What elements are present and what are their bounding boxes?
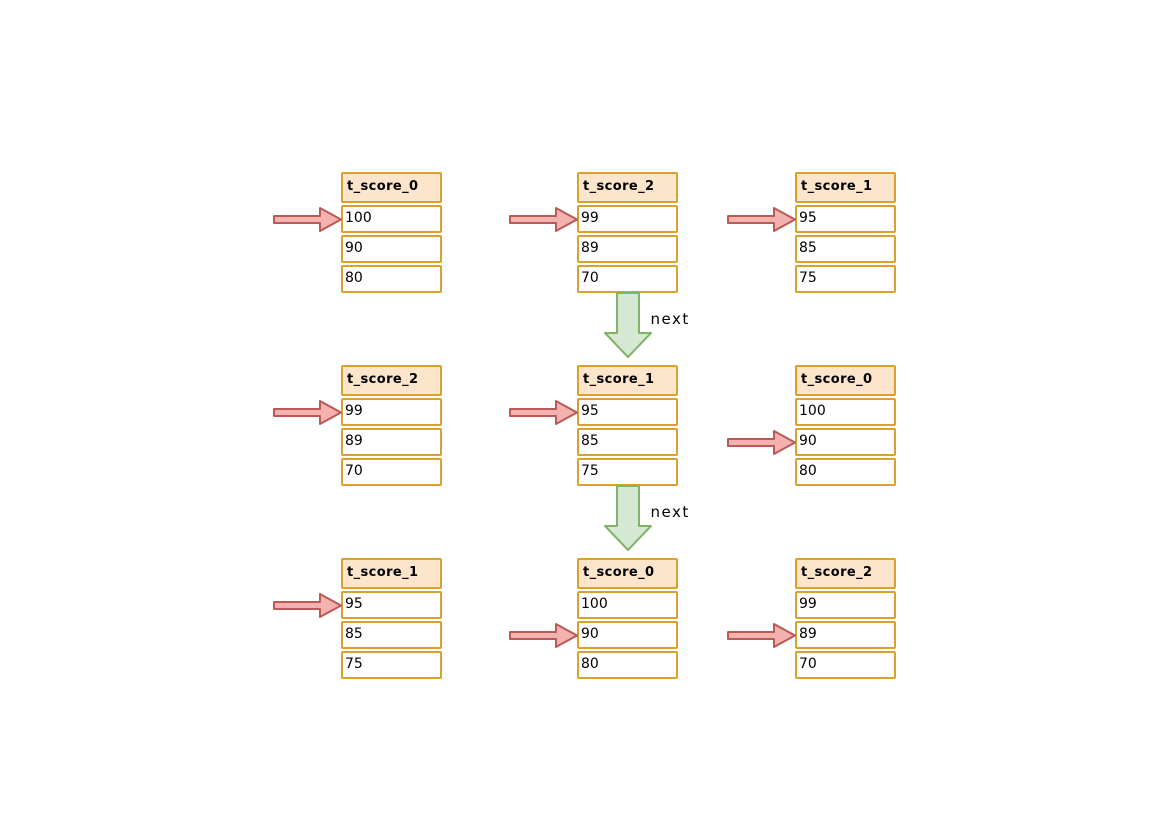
table-header: t_score_2 <box>577 172 678 203</box>
row-pointer-arrow <box>727 207 796 232</box>
row-pointer-arrow <box>509 400 578 425</box>
table-header: t_score_1 <box>341 558 442 589</box>
table-cell: 85 <box>577 428 678 456</box>
table-cell: 80 <box>795 458 896 486</box>
table-cell: 80 <box>577 651 678 679</box>
table-cell: 100 <box>341 205 442 233</box>
table-cell: 89 <box>341 428 442 456</box>
next-label: next <box>650 310 690 328</box>
table-header: t_score_0 <box>577 558 678 589</box>
row-pointer-arrow <box>727 430 796 455</box>
table-cell: 100 <box>577 591 678 619</box>
table-cell: 99 <box>795 591 896 619</box>
table-cell: 90 <box>795 428 896 456</box>
row-pointer-arrow <box>273 593 342 618</box>
next-arrow <box>603 485 652 551</box>
row-pointer-arrow <box>727 623 796 648</box>
table-cell: 90 <box>341 235 442 263</box>
table-header: t_score_2 <box>341 365 442 396</box>
table-cell: 75 <box>341 651 442 679</box>
table-cell: 95 <box>795 205 896 233</box>
table-header: t_score_0 <box>341 172 442 203</box>
next-arrow <box>603 292 652 358</box>
table-cell: 80 <box>341 265 442 293</box>
next-label: next <box>650 503 690 521</box>
table-cell: 85 <box>341 621 442 649</box>
table-cell: 99 <box>577 205 678 233</box>
table-cell: 99 <box>341 398 442 426</box>
table-cell: 89 <box>577 235 678 263</box>
table-cell: 95 <box>341 591 442 619</box>
table-header: t_score_0 <box>795 365 896 396</box>
table-header: t_score_2 <box>795 558 896 589</box>
row-pointer-arrow <box>273 400 342 425</box>
row-pointer-arrow <box>509 207 578 232</box>
table-cell: 70 <box>341 458 442 486</box>
table-cell: 95 <box>577 398 678 426</box>
row-pointer-arrow <box>273 207 342 232</box>
table-cell: 75 <box>577 458 678 486</box>
row-pointer-arrow <box>509 623 578 648</box>
table-header: t_score_1 <box>577 365 678 396</box>
table-header: t_score_1 <box>795 172 896 203</box>
table-cell: 89 <box>795 621 896 649</box>
table-cell: 75 <box>795 265 896 293</box>
table-cell: 90 <box>577 621 678 649</box>
table-cell: 85 <box>795 235 896 263</box>
table-cell: 70 <box>795 651 896 679</box>
table-cell: 100 <box>795 398 896 426</box>
table-cell: 70 <box>577 265 678 293</box>
